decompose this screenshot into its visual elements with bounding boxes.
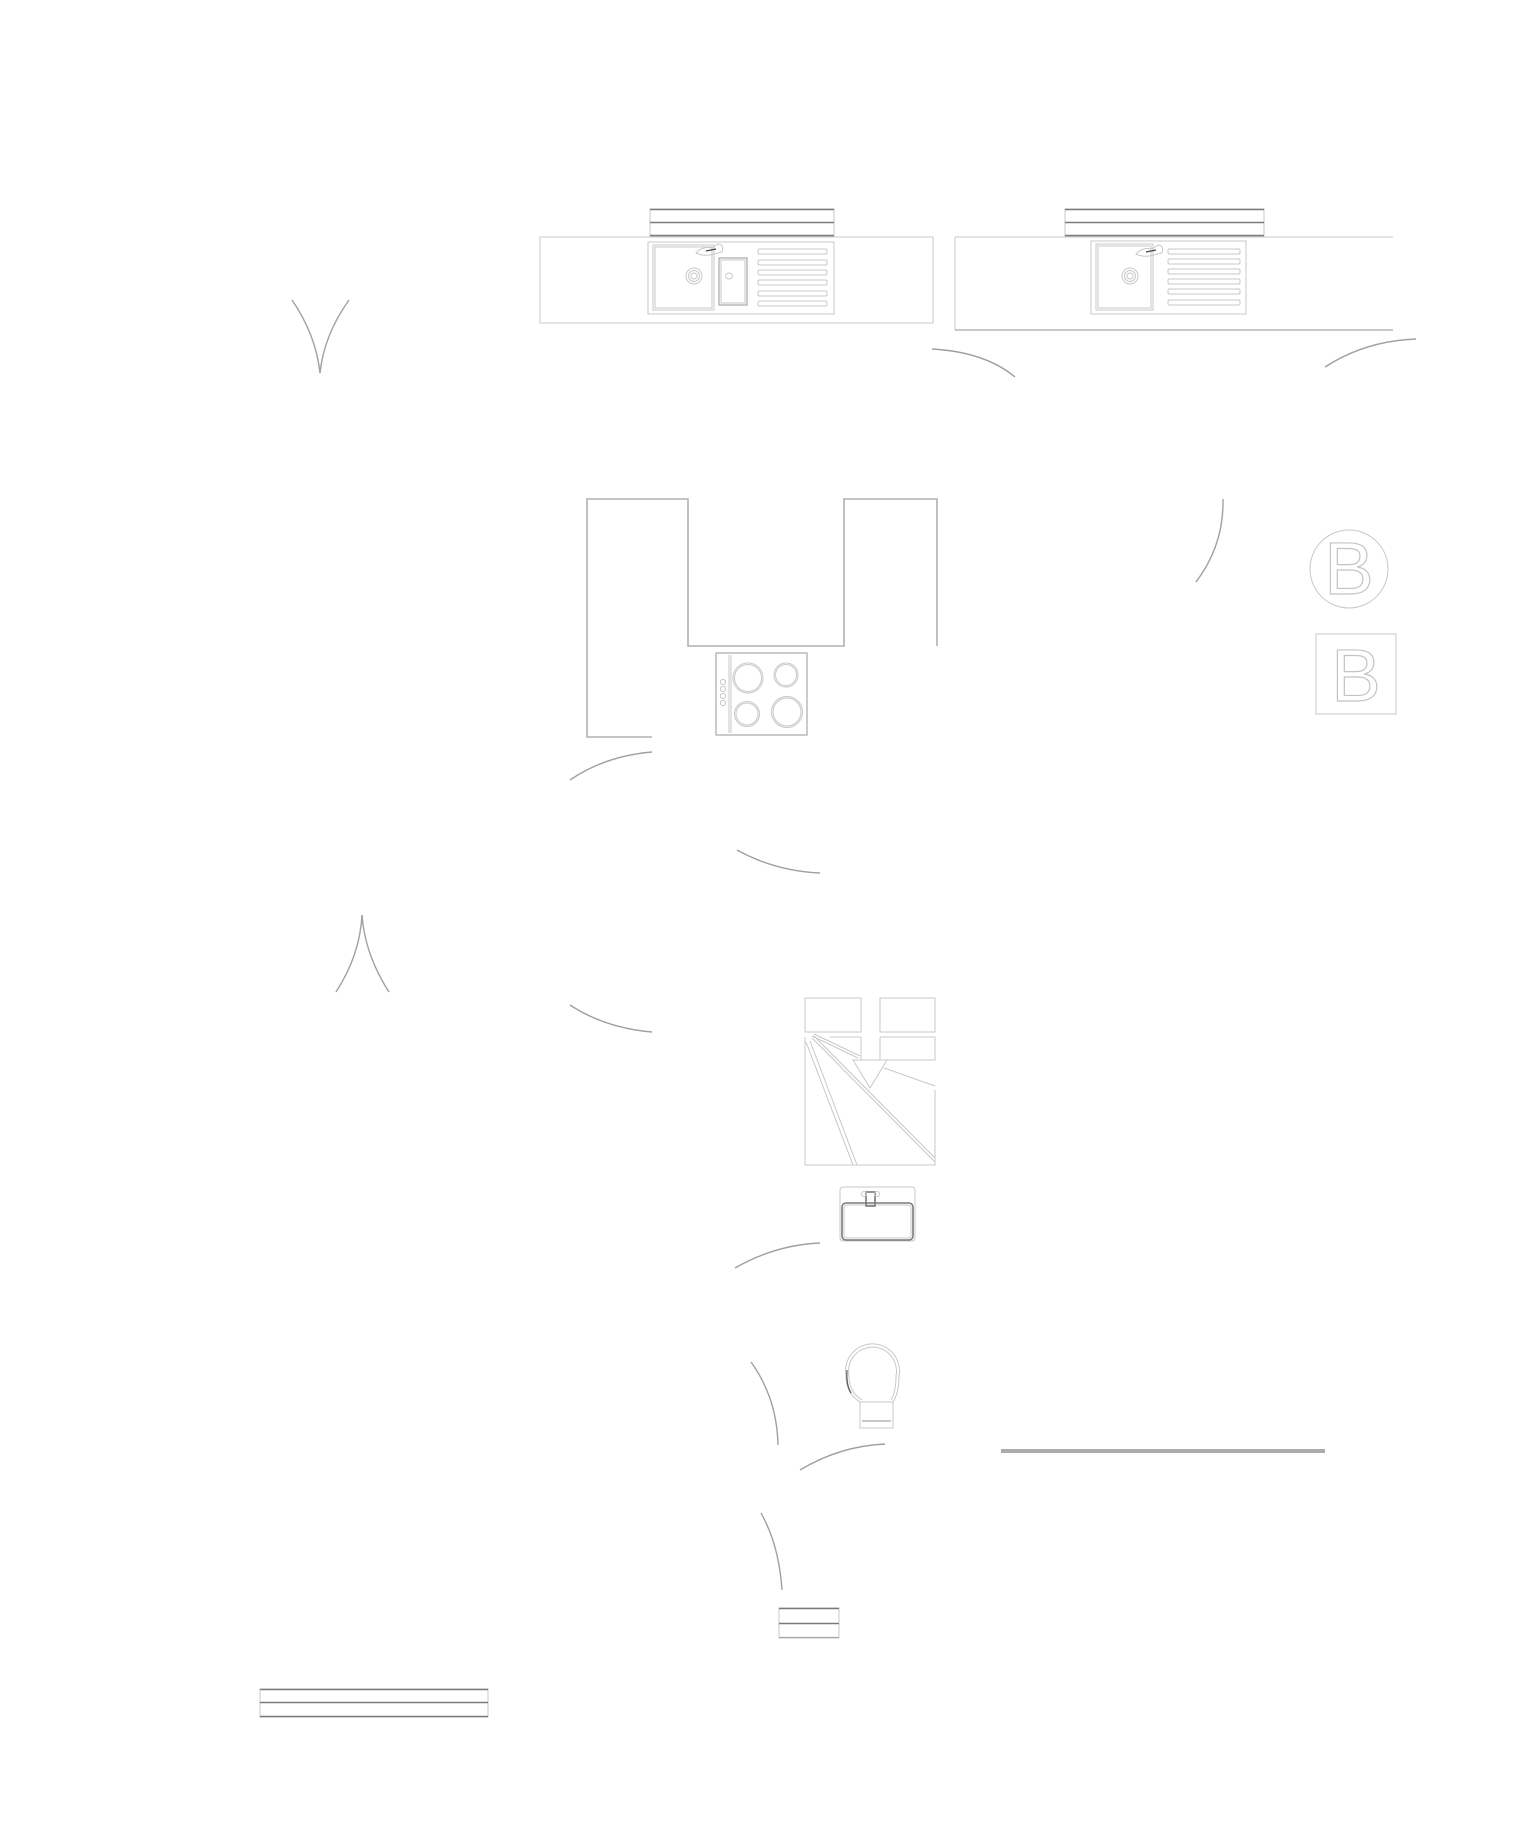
kitchen-counter-single-sink[interactable] bbox=[954, 208, 1393, 331]
drainer-ribs bbox=[757, 248, 828, 307]
drainer-ribs bbox=[1167, 248, 1241, 306]
tap-icon bbox=[695, 243, 723, 256]
door-swing-arcs bbox=[569, 338, 1417, 1591]
door-arc bbox=[750, 1361, 779, 1446]
sink-main-bowl bbox=[652, 244, 715, 311]
hob[interactable] bbox=[715, 652, 808, 736]
door-arc bbox=[1324, 338, 1417, 368]
wall-segment bbox=[1001, 1449, 1325, 1453]
fork-symbol-bottom bbox=[335, 914, 390, 993]
boiler-letter: B bbox=[1331, 634, 1380, 717]
sink-main-bowl-inner bbox=[654, 246, 713, 309]
burner-small bbox=[773, 662, 799, 688]
sink-bowl bbox=[1095, 243, 1154, 311]
drain-icon bbox=[1121, 267, 1139, 285]
shower-tray[interactable] bbox=[804, 997, 936, 1166]
boiler-symbol-square[interactable]: B bbox=[1315, 633, 1397, 718]
burner-large bbox=[771, 696, 803, 728]
door-arc bbox=[1195, 498, 1224, 583]
door-arc bbox=[736, 849, 821, 874]
door-arc bbox=[569, 1004, 653, 1033]
door-arc bbox=[569, 751, 653, 781]
tap-icon bbox=[865, 1191, 876, 1207]
burner-small bbox=[734, 701, 760, 727]
shower-arrow-icon bbox=[852, 1059, 888, 1089]
u-shaped-counter[interactable] bbox=[586, 498, 938, 738]
drain-icon bbox=[685, 267, 703, 285]
door-arc bbox=[760, 1512, 783, 1591]
sink-unit-outline bbox=[647, 241, 835, 315]
tap-icon bbox=[1135, 244, 1163, 257]
window-bottom-center[interactable] bbox=[778, 1607, 840, 1639]
toilet[interactable] bbox=[845, 1343, 900, 1429]
door-arc bbox=[799, 1443, 886, 1471]
door-arc bbox=[931, 348, 1016, 378]
window-top-right bbox=[1064, 208, 1265, 237]
window-top-left bbox=[649, 208, 835, 237]
boiler-symbol-circle[interactable]: B bbox=[1309, 526, 1389, 611]
kitchen-counter-double-sink[interactable] bbox=[539, 208, 934, 324]
small-drain-icon bbox=[725, 272, 733, 280]
door-arc bbox=[734, 1242, 821, 1269]
fork-symbol-top bbox=[291, 299, 350, 374]
sink-unit-outline bbox=[1090, 240, 1247, 315]
sink-small-bowl bbox=[718, 257, 748, 306]
burner-large bbox=[732, 662, 764, 694]
countertop bbox=[539, 236, 934, 324]
wash-basin[interactable] bbox=[839, 1186, 916, 1242]
boiler-letter: B bbox=[1324, 527, 1373, 610]
hob-controls bbox=[719, 678, 727, 707]
window-bottom-left[interactable] bbox=[259, 1688, 489, 1718]
